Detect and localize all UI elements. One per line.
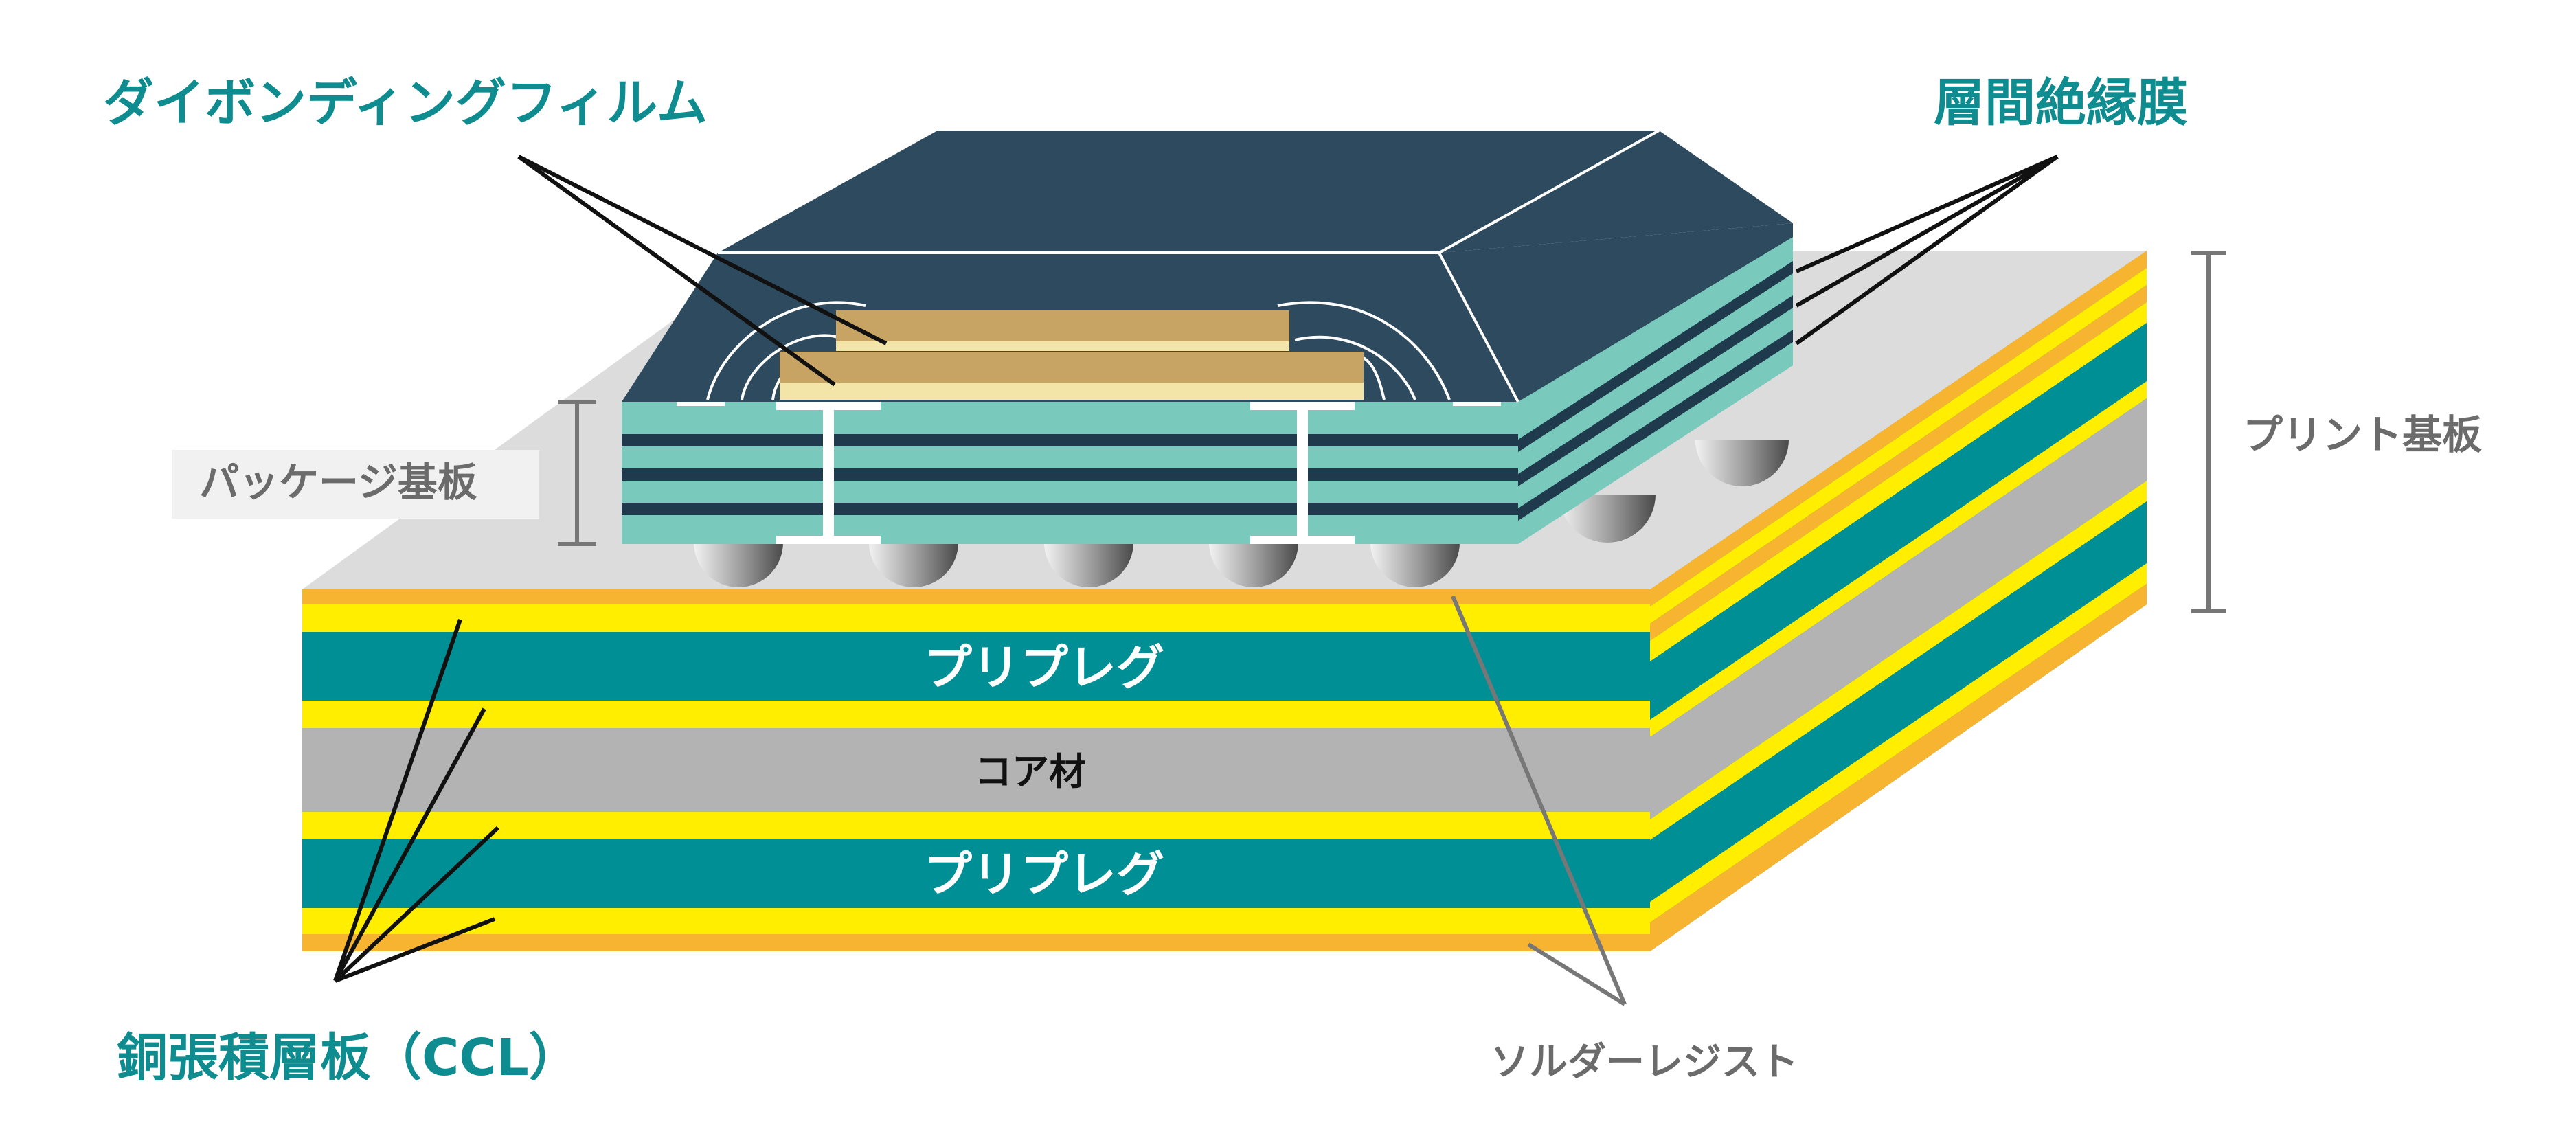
die-top [836, 310, 1289, 341]
prepreg-layer-bottom [302, 839, 1650, 908]
package-substrate [622, 223, 1793, 544]
solder-ball [694, 543, 783, 587]
printed-board-bracket [2191, 251, 2226, 613]
die-bottom [780, 352, 1364, 383]
interlayer-insulation-1 [622, 434, 1518, 446]
solder-ball [869, 543, 958, 587]
package-substrate-bracket [558, 400, 596, 546]
mold-top-face [718, 131, 1793, 253]
core-layer [302, 728, 1650, 812]
solder-resist-top [302, 589, 1650, 604]
solder-ball [1209, 543, 1298, 587]
copper-layer-1 [302, 604, 1650, 632]
die-stack [706, 301, 1451, 400]
interlayer-insulation-2 [622, 468, 1518, 481]
label-ccl: 銅張積層板（CCL） [117, 1028, 580, 1087]
copper-layer-4 [302, 908, 1650, 934]
via-right [1297, 402, 1308, 544]
package-label-background [172, 450, 539, 519]
bonding-wire [1277, 301, 1451, 400]
prepreg-layer-top [302, 632, 1650, 701]
copper-layer-2 [302, 701, 1650, 728]
solder-ball [1695, 440, 1789, 486]
label-die-bonding-film: ダイボンディングフィルム [103, 73, 708, 133]
die-bonding-film-bottom [780, 383, 1364, 400]
leader-lines [333, 155, 2059, 983]
bonding-wire [1294, 335, 1416, 400]
via-left [823, 402, 834, 544]
die-bonding-film-top [836, 341, 1289, 351]
solder-ball [1559, 495, 1656, 543]
solder-ball [1370, 543, 1460, 587]
label-interlayer-insulation: 層間絶縁膜 [1934, 73, 2188, 133]
solder-ball [1044, 543, 1133, 587]
copper-layer-3 [302, 812, 1650, 839]
label-prepreg-top: プリプレグ [924, 639, 1164, 696]
label-core: コア材 [975, 750, 1086, 793]
label-solder-resist: ソルダーレジスト [1491, 1040, 1798, 1085]
solder-balls [694, 440, 1789, 587]
solder-resist-leader-lines [1451, 595, 1627, 1006]
bonding-wire [706, 301, 866, 400]
mold-side-face [1439, 223, 1793, 402]
interlayer-insulation-3 [622, 503, 1518, 515]
label-printed-board: プリント基板 [2243, 411, 2482, 458]
solder-resist-bottom [302, 934, 1650, 951]
label-prepreg-bottom: プリプレグ [924, 846, 1164, 903]
label-package-substrate: パッケージ基板 [199, 459, 477, 506]
